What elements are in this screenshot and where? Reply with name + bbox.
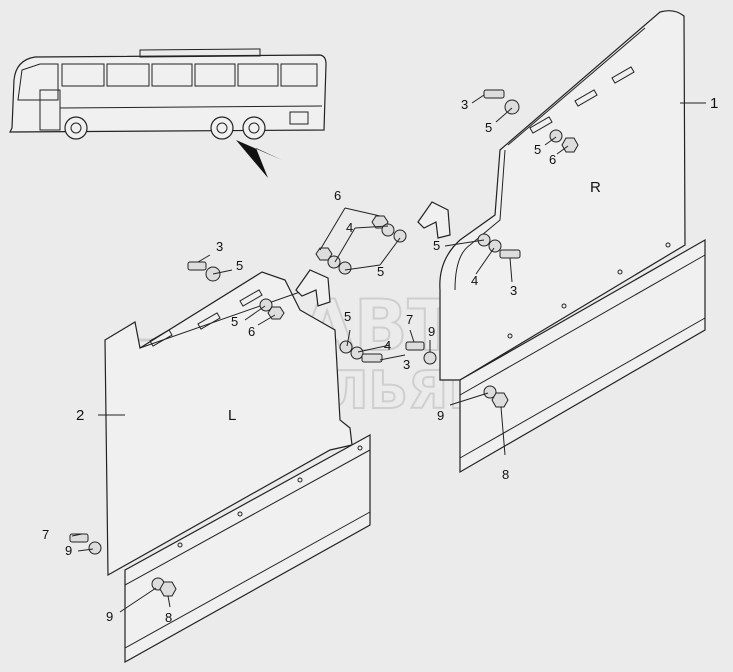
callout-3-a: 3 — [461, 97, 468, 112]
washer-5-center-a — [381, 223, 395, 237]
bolt-7-left — [69, 533, 89, 543]
washer-9-left — [88, 541, 102, 555]
washer-5-center-b — [327, 255, 341, 269]
washer-4-left-bracket — [350, 346, 364, 360]
bolt-3-upper-right — [483, 89, 505, 99]
callout-6-a: 6 — [549, 152, 556, 167]
callout-8-b: 8 — [165, 610, 172, 625]
arrow-indicator — [236, 140, 282, 178]
side-label-left: L — [228, 407, 236, 424]
callout-9-a: 9 — [428, 324, 435, 339]
brackets — [295, 201, 451, 307]
callout-2: 2 — [76, 407, 84, 424]
callout-5-a: 5 — [485, 120, 492, 135]
callout-6-b: 6 — [334, 188, 341, 203]
left-mudflap — [104, 271, 371, 664]
callout-7-a: 7 — [406, 312, 413, 327]
callout-3-d: 3 — [403, 357, 410, 372]
callout-5-e: 5 — [236, 258, 243, 273]
washer-4-center-a — [393, 229, 407, 243]
bolt-3-left — [187, 261, 207, 271]
bus-illustration — [9, 48, 327, 178]
nut-6-right — [561, 137, 579, 153]
callout-labels: 1 2 3 5 5 6 6 4 5 5 4 3 3 5 5 6 5 4 3 7 … — [42, 95, 718, 625]
bolt-7-center — [405, 341, 425, 351]
nut-6-left — [267, 306, 285, 320]
washer-4-center-b — [338, 261, 352, 275]
right-mudflap — [439, 10, 706, 474]
washer-9-center — [423, 351, 437, 365]
callout-4-a: 4 — [346, 220, 353, 235]
callout-7-b: 7 — [42, 527, 49, 542]
callout-5-b: 5 — [534, 142, 541, 157]
callout-6-c: 6 — [248, 324, 255, 339]
side-label-right: R — [590, 179, 601, 196]
washer-4-right-bracket — [488, 239, 502, 253]
nut-8-left — [159, 581, 177, 597]
washer-9-right — [483, 385, 497, 399]
callout-9-d: 9 — [106, 609, 113, 624]
callout-5-d: 5 — [377, 264, 384, 279]
callout-9-c: 9 — [65, 543, 72, 558]
washer-5-left-bracket — [339, 340, 353, 354]
callout-8-a: 8 — [502, 467, 509, 482]
nut-8-right — [491, 392, 509, 408]
callout-5-c: 5 — [433, 238, 440, 253]
bolt-3-left-bracket — [361, 353, 383, 363]
leader-lines — [71, 94, 706, 613]
callout-4-b: 4 — [471, 273, 478, 288]
callout-3-c: 3 — [216, 239, 223, 254]
callout-1: 1 — [710, 95, 718, 112]
callout-9-b: 9 — [437, 408, 444, 423]
callout-5-f: 5 — [231, 314, 238, 329]
callout-4-c: 4 — [384, 338, 391, 353]
bolt-3-right-bracket — [499, 249, 521, 259]
callout-3-b: 3 — [510, 283, 517, 298]
callout-5-g: 5 — [344, 309, 351, 324]
